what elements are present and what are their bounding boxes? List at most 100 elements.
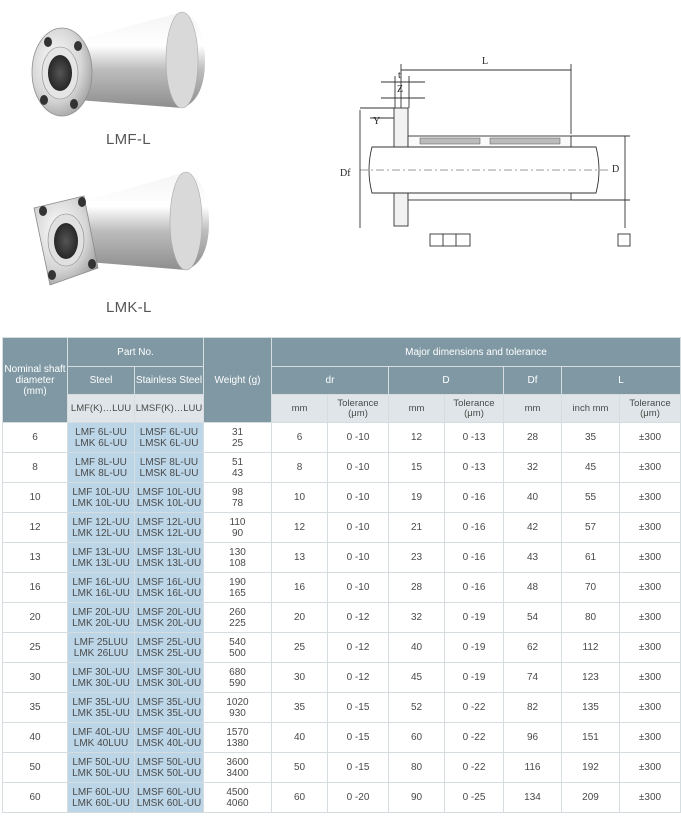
L-cell: 151 [561,722,620,753]
L-cell: 35 [561,422,620,453]
Df-cell: 28 [503,422,562,453]
D-cell: 90 [388,782,445,813]
weight-cell-text: 500 [229,647,246,659]
shaft-diameter-cell-text: 12 [29,522,41,533]
lmk-l-bearing-image [33,171,209,286]
shaft-diameter-cell-text: 50 [29,762,41,773]
shaft-diameter-cell-text: 25 [29,642,41,653]
D-tolerance-cell: 0 -16 [444,512,504,543]
shaft-diameter-cell-text: 35 [29,702,41,713]
dr-cell-text: 12 [293,522,306,533]
dr-tolerance-cell: 0 -10 [327,482,389,513]
weight-cell-text: 4500 [226,786,249,798]
dr-cell-text: 6 [296,432,303,443]
L-cell-text: 45 [584,462,597,473]
steel-part-cell-text: LMF 12L-UU [72,516,130,528]
Df-cell: 74 [503,662,562,693]
L-tolerance-cell: ±300 [618,542,681,573]
dr-cell-text: 8 [296,462,303,473]
dr-mm-header: mm [271,394,328,423]
L-tolerance-cell-text: ±300 [638,552,662,563]
shaft-diameter-cell-text: 16 [29,582,41,593]
L-tolerance-cell-text: ±300 [638,462,662,473]
D-tolerance-cell-text: 0 -13 [462,432,486,443]
dr-cell-text: 20 [293,612,306,623]
steel-part-cell-text: LMK 60L-UU [72,797,130,809]
L-tolerance-cell: ±300 [618,572,681,603]
weight-cell-text: 98 [231,486,244,498]
steel-part-cell-text: LMF 30L-UU [72,666,130,678]
spec-table: Nominal shaft diameter (mm) Part No. Wei… [2,337,681,813]
D-tolerance-cell-text: 0 -19 [462,672,486,683]
stainless-part-cell-text: LMSF 12L-UU [137,516,201,528]
stainless-part-cell-text: LMSK 16L-UU [136,587,202,599]
Df-cell-text: 32 [526,462,539,473]
L-tolerance-cell-text: ±300 [638,432,662,443]
dr-tolerance-cell: 0 -10 [327,512,389,543]
L-cell-text: 80 [584,612,597,623]
dr-cell-text: 40 [293,732,306,743]
stainless-part-cell-text: LMSK 40L-UU [136,737,202,749]
shaft-diameter-cell: 50 [2,752,68,783]
L-tolerance-cell: ±300 [618,452,681,483]
D-tolerance-cell-text: 0 -22 [462,762,486,773]
dr-tolerance-cell: 0 -12 [327,632,389,663]
D-tolerance-cell-text: 0 -22 [462,702,486,713]
steel-part-cell-text: LMF 60L-UU [72,786,130,798]
steel-part-cell-text: LMK 12L-UU [72,527,130,539]
stainless-part-cell-text: LMSK 60L-UU [136,797,202,809]
shaft-diameter-cell-text: 13 [29,552,41,563]
dim-Df-label: Df [340,168,351,179]
dr-tolerance-cell: 0 -15 [327,722,389,753]
dr-tolerance-cell-text: 0 -12 [346,642,370,653]
weight-cell-text: 4060 [226,797,249,809]
shaft-diameter-cell-text: 8 [32,462,38,473]
L-tolerance-cell: ±300 [618,722,681,753]
dr-tolerance-cell-text: 0 -10 [346,552,370,563]
shaft-diameter-cell-text: 10 [29,492,41,503]
weight-cell-text: 130 [229,546,246,558]
stainless-part-cell-text: LMSK 8L-UU [139,467,199,479]
steel-part-cell-text: LMK 50L-UU [72,767,130,779]
dr-tolerance-cell-text: 0 -15 [346,702,370,713]
L-cell-text: 151 [582,732,599,743]
dr-tolerance-cell-text: 0 -15 [346,762,370,773]
weight-cell-text: 3400 [226,767,249,779]
L-cell: 70 [561,572,620,603]
L-tolerance-cell: ±300 [618,482,681,513]
weight-cell-text: 108 [229,557,246,569]
stainless-part-cell-text: LMSK 35L-UU [136,707,202,719]
stainless-part-cell-text: LMSF 6L-UU [139,426,199,438]
steel-part-cell-text: LMK 35L-UU [72,707,130,719]
L-cell-text: 123 [582,672,599,683]
L-tolerance-cell: ±300 [618,602,681,633]
L-cell-text: 135 [582,702,599,713]
weight-cell-text: 930 [229,707,246,719]
stainless-part-cell-text: LMSK 25L-UU [136,647,202,659]
Df-cell: 54 [503,602,562,633]
stainless-part-cell-text: LMSF 25L-UU [137,636,201,648]
lmk-l-label: LMK-L [106,299,152,316]
stainless-part-cell-text: LMSK 12L-UU [136,527,202,539]
product-figure: L t Z Y Df D LMF-L LMK-L [0,0,681,335]
L-tolerance-cell-text: ±300 [638,642,662,653]
shaft-diameter-cell-text: 20 [29,612,41,623]
D-tolerance-cell-text: 0 -19 [462,612,486,623]
